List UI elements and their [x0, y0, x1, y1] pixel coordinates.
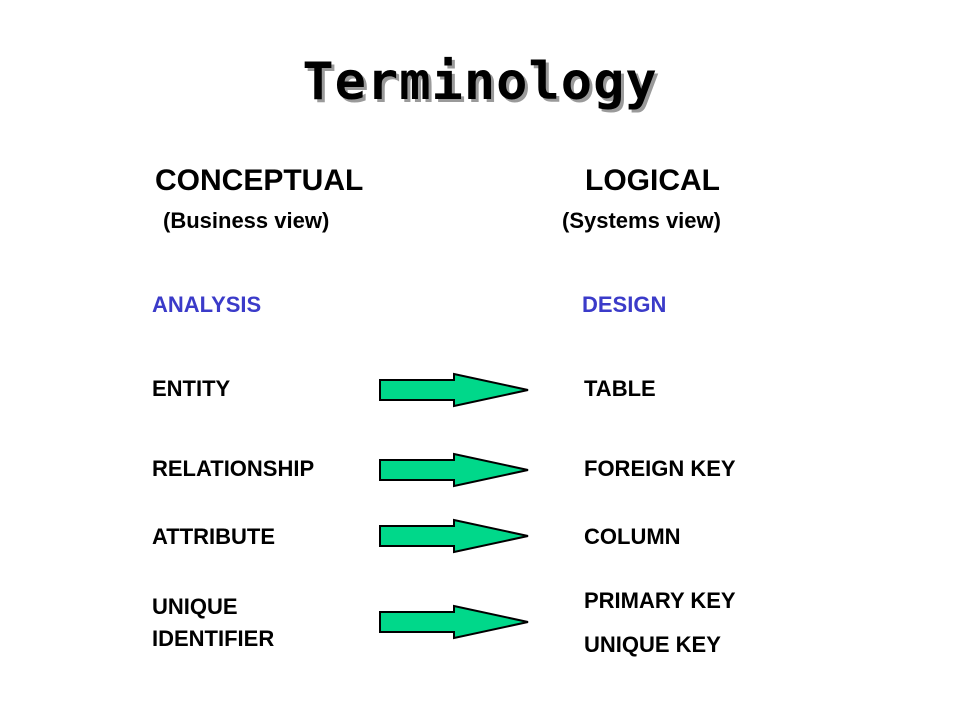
term-primary-key: PRIMARY KEY: [584, 588, 736, 613]
design-label: DESIGN: [582, 292, 667, 317]
term-table: TABLE: [584, 376, 656, 401]
term-foreign-key: FOREIGN KEY: [584, 456, 736, 481]
right-block-arrow-icon: [379, 604, 529, 640]
term-unique-line1: UNIQUE: [152, 594, 238, 619]
term-relationship: RELATIONSHIP: [152, 456, 315, 481]
term-unique-key: UNIQUE KEY: [584, 632, 721, 657]
logical-subheading: (Systems view): [562, 208, 721, 233]
slide-title: Terminology: [302, 52, 658, 112]
right-block-arrow-icon: [379, 518, 529, 554]
conceptual-heading: CONCEPTUAL: [155, 164, 364, 197]
analysis-label: ANALYSIS: [152, 292, 262, 317]
term-column: COLUMN: [584, 524, 681, 549]
term-identifier-line2: IDENTIFIER: [152, 626, 275, 651]
logical-heading: LOGICAL: [585, 164, 720, 197]
term-entity: ENTITY: [152, 376, 231, 401]
term-attribute: ATTRIBUTE: [152, 524, 276, 549]
right-block-arrow-icon: [379, 372, 529, 408]
right-block-arrow-icon: [379, 452, 529, 488]
conceptual-subheading: (Business view): [163, 208, 330, 233]
